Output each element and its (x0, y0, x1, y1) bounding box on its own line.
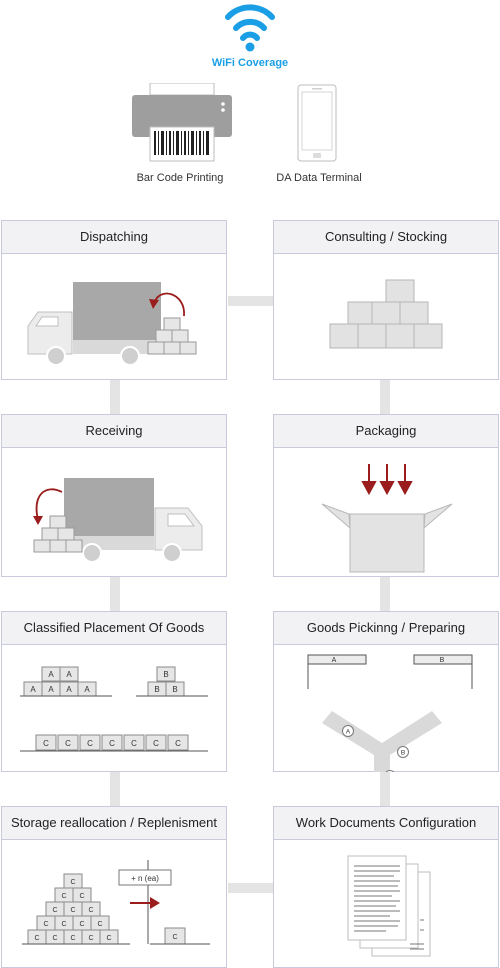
card-classified-placement: Classified Placement Of Goods A (1, 611, 227, 772)
box-c (123, 734, 145, 751)
card-receiving: Receiving (1, 414, 227, 577)
card-dispatching: Dispatching (1, 220, 227, 380)
item-label: A (346, 729, 351, 736)
box-label: B (154, 685, 159, 694)
box-label: C (43, 739, 49, 748)
shelf-a (307, 654, 367, 665)
item-label: B (401, 750, 405, 757)
card-title: Consulting / Stocking (274, 221, 498, 254)
box-label: C (52, 907, 57, 914)
stock-boxes-illustration (329, 279, 443, 349)
barcode-printer-icon (132, 83, 232, 162)
box-c (101, 734, 123, 751)
picking-illustration: A B A B (307, 654, 473, 772)
connector-h-1 (228, 296, 274, 306)
shelf-label: A (332, 657, 337, 664)
box-label: C (106, 935, 111, 942)
card-goods-picking: Goods Pickinng / Preparing A B A B (273, 611, 499, 772)
box-label: C (70, 879, 75, 886)
box-label: B (172, 685, 177, 694)
box-label: C (70, 935, 75, 942)
box-label: C (61, 921, 66, 928)
wifi-coverage-label: WiFi Coverage (211, 57, 289, 69)
connector-h-2 (228, 883, 274, 893)
box-label: A (66, 685, 72, 694)
connector-v-right-3 (380, 772, 390, 806)
reallocation-illustration: C C C C C C C C C C C C C C C C + n (ea) (22, 860, 210, 945)
box-c (79, 734, 101, 751)
box-label: A (30, 685, 36, 694)
box-label: B (163, 670, 168, 679)
box-label: C (65, 739, 71, 748)
box-label: C (88, 907, 93, 914)
box-label: C (97, 921, 102, 928)
box-label: C (109, 739, 115, 748)
box-label: C (43, 921, 48, 928)
devices-header: WiFi Coverage Bar Code Printing (0, 0, 500, 200)
wifi-icon (225, 4, 275, 52)
card-packaging: Packaging (273, 414, 499, 577)
box-label: C (172, 934, 177, 941)
card-storage-reallocation: Storage reallocation / Replenisment C C … (1, 806, 227, 968)
data-terminal-icon (297, 84, 337, 162)
connector-v-right-2 (380, 577, 390, 611)
box-label: C (153, 739, 159, 748)
documents-illustration (347, 855, 431, 957)
box-label: C (79, 893, 84, 900)
barcode-printing-label: Bar Code Printing (136, 172, 224, 184)
box-label: A (84, 685, 90, 694)
box-label: C (70, 907, 75, 914)
box-c (145, 734, 167, 751)
card-title: Work Documents Configuration (274, 807, 498, 840)
box-label: C (34, 935, 39, 942)
box-label: A (48, 670, 54, 679)
quantity-tag (118, 869, 172, 886)
placement-illustration: A A A A A A B B B C C C C C C C (20, 666, 208, 752)
conveyor (322, 711, 442, 772)
packaging-illustration (321, 464, 453, 573)
card-title: Classified Placement Of Goods (2, 612, 226, 645)
connector-v-right-1 (380, 380, 390, 414)
box-label: A (66, 670, 72, 679)
box-label: C (87, 739, 93, 748)
dispatching-illustration (27, 282, 197, 366)
card-title: Receiving (2, 415, 226, 448)
card-title: Storage reallocation / Replenisment (2, 807, 226, 840)
card-title: Dispatching (2, 221, 226, 254)
box-label: C (88, 935, 93, 942)
receiving-illustration (33, 478, 203, 563)
card-work-documents: Work Documents Configuration (273, 806, 499, 968)
box-label: C (131, 739, 137, 748)
box-c (57, 734, 79, 751)
shelf-label: B (440, 657, 445, 664)
connector-v-left-3 (110, 772, 120, 806)
connector-v-left-1 (110, 380, 120, 414)
connector-v-left-2 (110, 577, 120, 611)
card-title: Goods Pickinng / Preparing (274, 612, 498, 645)
box-label: C (79, 921, 84, 928)
box-label: C (61, 893, 66, 900)
quantity-label: + n (ea) (131, 874, 159, 883)
box-c (167, 734, 189, 751)
box-c (35, 734, 57, 751)
box-label: C (52, 935, 57, 942)
unload-arrow (35, 488, 63, 521)
pressure-arrows (361, 464, 413, 496)
box-label: A (48, 685, 54, 694)
box-a (59, 666, 79, 682)
data-terminal-label: DA Data Terminal (276, 172, 362, 184)
card-title: Packaging (274, 415, 498, 448)
card-consulting-stocking: Consulting / Stocking (273, 220, 499, 380)
box-label: C (175, 739, 181, 748)
box-b (156, 666, 176, 682)
